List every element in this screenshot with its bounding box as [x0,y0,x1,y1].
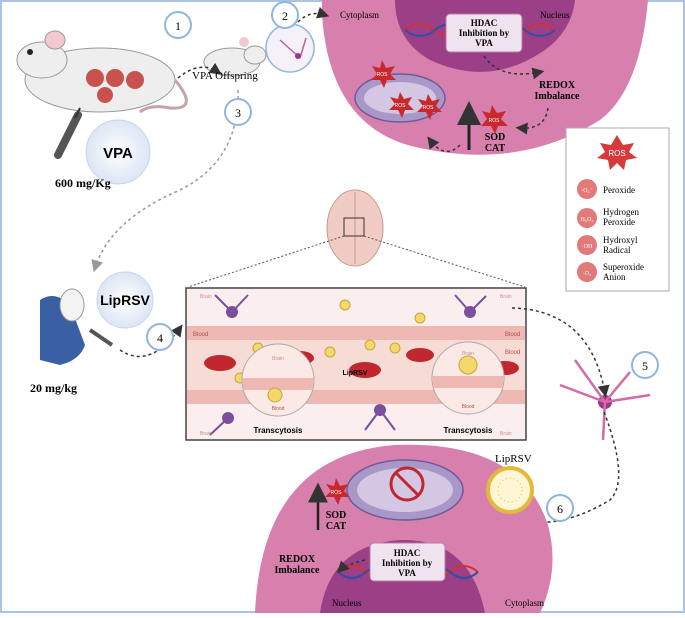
bottom-redox-line1: REDOX [279,554,316,565]
legend-label-2b: Peroxide [603,217,635,227]
ros-star-icon [325,478,350,505]
step-4-label: 4 [157,331,163,345]
zoom-blood-left: Blood [272,406,285,412]
vpa-dose: 600 mg/Kg [55,176,111,190]
step-1-label: 1 [175,19,181,33]
legend-sym-3: ·OH [582,244,593,250]
step-5-label: 5 [642,359,648,373]
neuron-icon [454,294,487,318]
bbb-brain-tr: Brain [500,294,512,300]
bbb-brain-br: Brain [500,431,512,437]
legend-label-3a: Hydroxyl [603,235,638,245]
neuron-icon [364,404,396,431]
legend-sym-1: ·O₂⁻ [581,188,593,194]
legend-sym-4: ·O₂ [583,271,591,277]
step-2-marker [271,1,299,29]
bottom-hdac-line1: HDAC [394,548,421,558]
legend-label-2a: Hydrogen [603,207,639,217]
bbb-blood-r2: Blood [505,350,520,356]
bbb-blood-r: Blood [505,332,520,338]
bottom-ros-badge: ROS [331,490,343,496]
step-5-marker [631,351,659,379]
top-sod-label: SOD [485,132,506,143]
syringe-icon [54,107,82,159]
bottom-cat-label: CAT [326,521,347,532]
step-4-marker [146,323,174,351]
liposome-icon [486,466,534,514]
liprsv-bubble-label: LipRSV [100,292,150,308]
bbb-liprsv-label: LipRSV [343,370,368,377]
bbb-brain-tl: Brain [200,294,212,300]
top-ros-badge-1: ROS [377,72,389,78]
transcytosis-left: Transcytosis [254,426,303,435]
bbb-panel [185,287,527,441]
top-cytoplasm-label: Cytoplasm [340,10,379,20]
top-hdac-line1: HDAC [471,18,498,28]
ros-star-icon [481,105,508,134]
top-hdac-line3: VPA [475,38,493,48]
ros-legend [565,127,670,292]
bbb-blood-l: Blood [193,332,208,338]
step-1-marker [164,11,192,39]
vpa-label: VPA [103,145,133,162]
neuron-icon [209,412,234,436]
bottom-hdac-line2: Inhibition by [382,558,433,568]
zoom-brain-left: Brain [272,356,284,362]
offspring-label: VPA Offspring [192,70,258,82]
neuron-icon [214,294,249,318]
ros-star-icon [371,60,396,88]
neuron-large-icon [559,359,651,441]
top-cat-label: CAT [485,143,506,154]
bbb-brain-bl: Brain [200,431,212,437]
zoom-blood-right: Blood [462,404,475,410]
step-2-label: 2 [282,9,288,23]
bottom-cytoplasm-label: Cytoplasm [505,598,544,608]
top-cell [322,0,648,155]
top-ros-badge-3: ROS [423,105,435,111]
bottom-cell [255,444,553,613]
neuron-small-icon [279,37,307,59]
bottom-nucleus-label: Nucleus [332,598,362,608]
bottom-liprsv-label: LipRSV [495,453,532,465]
legend-label-4b: Anion [603,272,626,282]
top-redox-line1: REDOX [539,80,576,91]
liprsv-dose: 20 mg/kg [30,381,77,395]
bottom-hdac-line3: VPA [398,568,416,578]
ros-star-icon [389,92,414,118]
legend-sym-2: H₂O₂ [581,217,594,223]
top-ros-badge-4: ROS [489,118,501,124]
zoom-brain-right: Brain [462,351,474,357]
top-ros-badge-2: ROS [395,103,407,109]
legend-label-3b: Radical [603,245,631,255]
legend-label-4a: Superoxide [603,262,644,272]
legend-label-1: Peroxide [603,185,635,195]
bottom-redox-line2: Imbalance [275,565,321,576]
ros-star-icon [417,94,442,120]
bottom-sod-label: SOD [326,510,347,521]
pregnant-mouse-icon [16,30,188,114]
legend-header: ROS [608,149,625,158]
step-3-label: 3 [235,106,241,120]
top-nucleus-label: Nucleus [540,10,570,20]
step-6-label: 6 [557,502,563,516]
step-6-marker [546,494,574,522]
mouse-hand-icon [40,288,114,365]
transcytosis-right: Transcytosis [444,426,493,435]
top-hdac-line2: Inhibition by [459,28,510,38]
top-redox-line2: Imbalance [535,91,581,102]
step-3-marker [224,98,252,126]
brain-icon [326,189,384,267]
